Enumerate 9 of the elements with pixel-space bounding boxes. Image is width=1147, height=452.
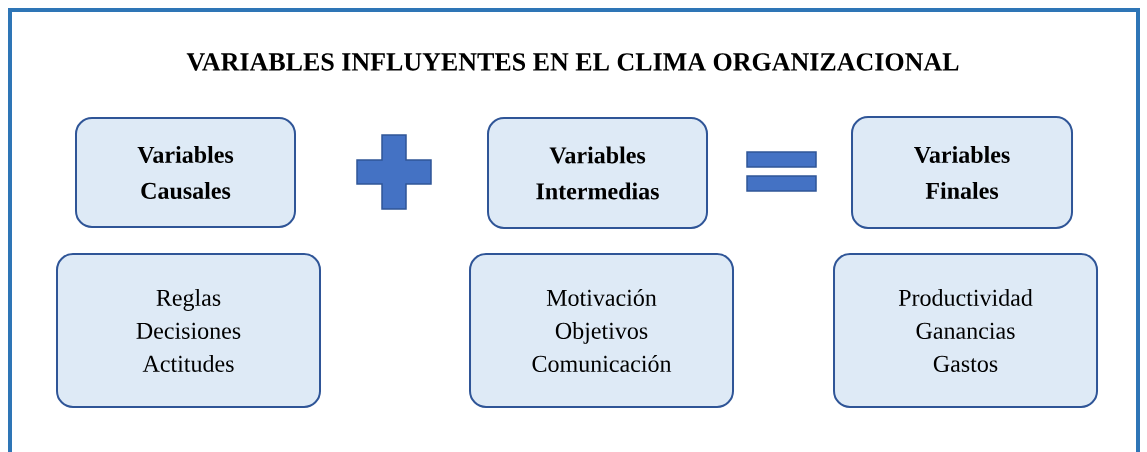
list-box: Productividad Ganancias Gastos	[833, 253, 1098, 408]
heading-box: Variables Causales	[75, 117, 296, 228]
list-box: Reglas Decisiones Actitudes	[56, 253, 321, 408]
list-box: Motivación Objetivos Comunicación	[469, 253, 734, 408]
plus-sign	[356, 134, 432, 210]
title: VARIABLES INFLUYENTES EN EL CLIMA ORGANIZACIONAL	[186, 53, 959, 71]
heading-box: Variables Intermedias	[487, 117, 708, 229]
equals-sign	[746, 151, 817, 192]
heading-box: Variables Finales	[851, 116, 1073, 229]
